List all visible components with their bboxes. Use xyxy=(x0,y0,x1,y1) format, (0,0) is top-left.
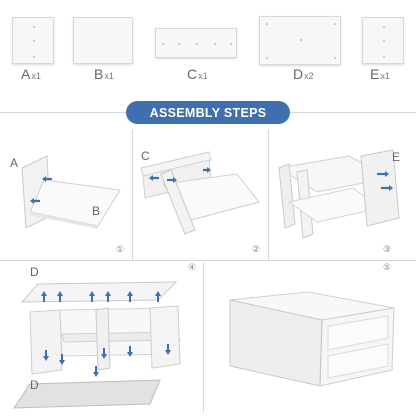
step-2-label-c: C xyxy=(141,149,150,163)
part-c-panel xyxy=(155,28,237,58)
step-3-illustration xyxy=(277,149,400,239)
banner-title: ASSEMBLY STEPS xyxy=(149,105,267,120)
part-e-label: Ex1 xyxy=(370,66,390,82)
divider-3 xyxy=(203,262,204,412)
part-b-panel xyxy=(73,17,133,64)
step-4-number: ④ xyxy=(188,262,197,272)
step-2-number: ② xyxy=(252,244,261,254)
step-3-number: ③ xyxy=(383,244,392,254)
step-5-number: ⑤ xyxy=(383,262,392,272)
step-2-illustration xyxy=(140,151,260,235)
part-d-qty: x2 xyxy=(304,71,314,81)
part-c-label: Cx1 xyxy=(187,66,208,82)
step-1-label-a: A xyxy=(10,156,19,170)
part-b-label: Bx1 xyxy=(94,66,114,82)
part-a-qty: x1 xyxy=(31,71,41,81)
step-4-label-d-top: D xyxy=(30,265,39,279)
step-4-label-d-bottom: D xyxy=(30,378,39,392)
divider-1 xyxy=(132,130,133,260)
part-c-qty: x1 xyxy=(198,71,208,81)
part-b-qty: x1 xyxy=(104,71,114,81)
step-1-illustration xyxy=(21,155,121,229)
part-d-label: Dx2 xyxy=(293,66,314,82)
step-4-illustration xyxy=(13,281,181,409)
step-5-illustration xyxy=(229,291,395,387)
assembly-steps-banner: ASSEMBLY STEPS xyxy=(126,101,290,124)
divider-h xyxy=(0,260,416,261)
step-1-number: ① xyxy=(116,244,125,254)
step-1-label-b: B xyxy=(92,204,101,218)
divider-2 xyxy=(268,130,269,260)
step-3-label-e: E xyxy=(392,150,401,164)
part-e-panel xyxy=(362,17,404,64)
part-e-qty: x1 xyxy=(380,71,390,81)
part-a-panel xyxy=(12,17,54,64)
part-d-panel xyxy=(259,16,341,65)
part-a-label: Ax1 xyxy=(21,66,41,82)
